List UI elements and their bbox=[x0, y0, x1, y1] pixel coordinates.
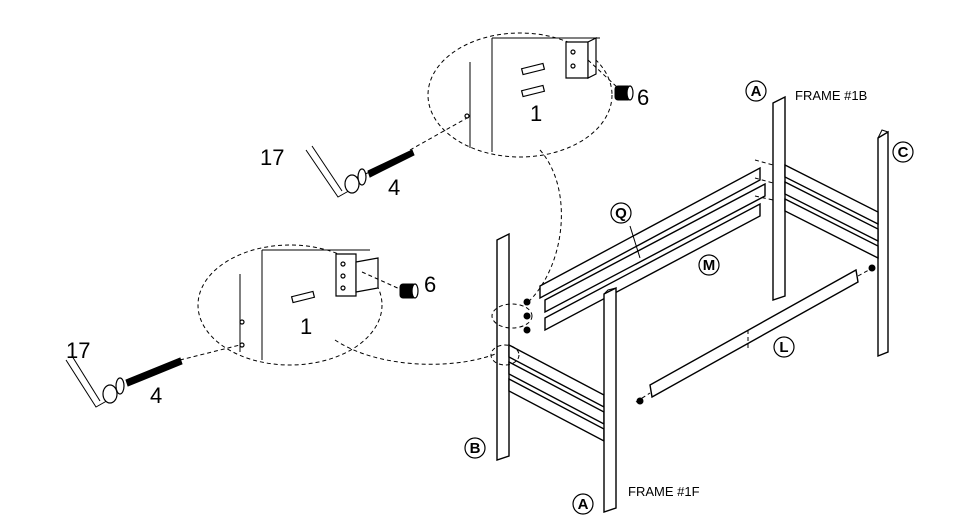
upper-barrel-nut-icon bbox=[614, 85, 634, 101]
label-a-top: A bbox=[745, 80, 767, 102]
post-b bbox=[496, 232, 510, 461]
frame-1f-label: FRAME #1F bbox=[628, 484, 700, 499]
lower-barrel-nut-icon bbox=[399, 283, 419, 299]
lower-detail-callout bbox=[197, 244, 403, 366]
rail-m bbox=[544, 202, 761, 332]
svg-text:A: A bbox=[751, 83, 762, 100]
svg-text:M: M bbox=[703, 257, 716, 274]
upper-detail-callout bbox=[427, 32, 619, 158]
lower-wrench-number: 17 bbox=[66, 338, 90, 363]
lower-bolt-number: 4 bbox=[150, 383, 162, 408]
lower-dowel-number: 1 bbox=[300, 314, 312, 339]
upper-wrench-icon bbox=[305, 145, 360, 198]
upper-wrench-number: 17 bbox=[260, 145, 284, 170]
label-b: B bbox=[464, 437, 486, 459]
rail-q bbox=[539, 166, 761, 300]
lower-barrel-nut-number: 6 bbox=[424, 272, 436, 297]
lower-wrench-icon bbox=[65, 355, 118, 408]
upper-dowels bbox=[520, 62, 546, 98]
post-c bbox=[877, 130, 889, 358]
label-a-bottom: A bbox=[572, 493, 594, 515]
frame-1b-label: FRAME #1B bbox=[795, 88, 867, 103]
svg-text:A: A bbox=[578, 496, 589, 513]
upper-bolt-icon bbox=[344, 117, 468, 186]
post-a-back bbox=[772, 95, 786, 301]
post-a-front bbox=[603, 286, 617, 513]
upper-bolt-number: 4 bbox=[388, 175, 400, 200]
rail-l bbox=[649, 268, 859, 399]
bed-frame bbox=[490, 95, 889, 513]
upper-leader-curve bbox=[524, 149, 562, 306]
upper-dowel-number: 1 bbox=[530, 101, 542, 126]
label-l: L bbox=[773, 336, 795, 358]
svg-text:L: L bbox=[779, 339, 788, 356]
label-c: C bbox=[892, 141, 914, 163]
svg-text:Q: Q bbox=[615, 205, 627, 222]
lower-leader-curve bbox=[334, 339, 501, 365]
svg-text:B: B bbox=[470, 440, 481, 457]
upper-barrel-nut-number: 6 bbox=[637, 85, 649, 110]
lower-bolt-icon bbox=[115, 344, 241, 395]
upper-bracket bbox=[565, 37, 597, 79]
label-q: Q bbox=[610, 202, 632, 224]
svg-text:C: C bbox=[898, 144, 909, 161]
lower-bracket bbox=[335, 253, 379, 297]
label-m: M bbox=[698, 254, 720, 276]
